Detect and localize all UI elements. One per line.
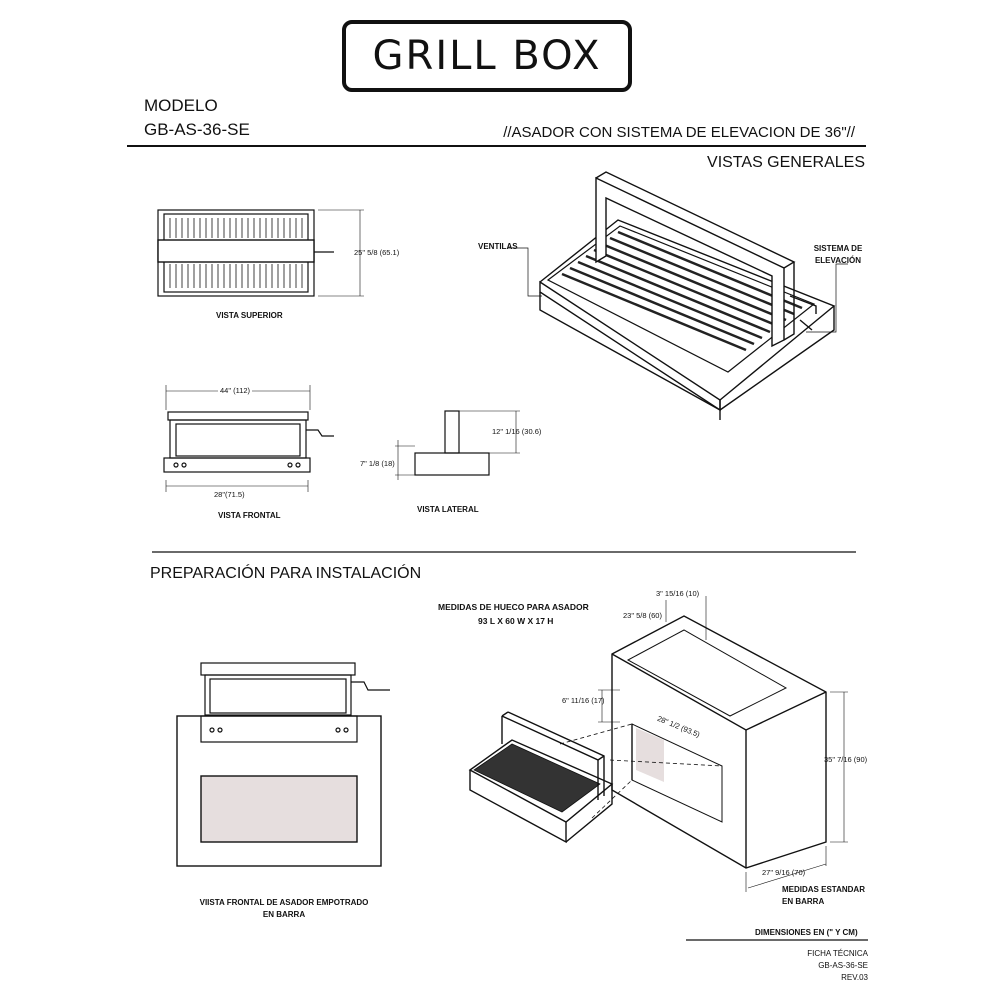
- dim-top-depth: 25" 5/8 (65.1): [354, 248, 400, 257]
- callout-lift-system: SISTEMA DE ELEVACIÓN: [813, 244, 863, 265]
- dim-hole-e: 35" 7/16 (90): [824, 755, 868, 764]
- isometric-grill: [539, 171, 836, 420]
- section-title-install: PREPARACIÓN PARA INSTALACIÓN: [150, 565, 422, 582]
- dim-side-base: 7" 1/8 (18): [360, 459, 395, 468]
- dim-side-height: 12" 1/16 (30.6): [492, 427, 542, 436]
- product-subtitle: //ASADOR CON SISTEMA DE ELEVACION DE 36"…: [503, 124, 855, 141]
- label-top-view: VISTA SUPERIOR: [216, 311, 283, 320]
- built-in-view: [176, 662, 390, 867]
- callout-vents: VENTILAS: [478, 242, 518, 251]
- footer-model: GB-AS-36-SE: [818, 961, 868, 970]
- units-note: DIMENSIONES EN (" Y CM): [755, 928, 858, 937]
- model-label: MODELO: [144, 96, 218, 115]
- dim-hole-b: 23" 5/8 (60): [623, 611, 662, 620]
- model-code: GB-AS-36-SE: [144, 120, 250, 139]
- footer-revision: REV.03: [841, 973, 868, 982]
- top-view: [157, 209, 364, 297]
- dim-front-inner: 28"(71.5): [214, 490, 245, 499]
- label-front-view: VISTA FRONTAL: [218, 511, 281, 520]
- vents-leader: [508, 247, 542, 297]
- hole-size: 93 L X 60 W X 17 H: [478, 616, 554, 626]
- dim-hole-c: 6" 11/16 (17): [562, 696, 605, 705]
- dim-hole-f: 27" 9/16 (70): [762, 868, 806, 877]
- callout-standard-measures: MEDIDAS ESTANDAR EN BARRA: [782, 885, 865, 906]
- dim-front-width: 44" (112): [218, 386, 253, 395]
- dim-hole-a: 3" 15/16 (10): [656, 589, 700, 598]
- label-built-in-view: VIISTA FRONTAL DE ASADOR EMPOTRADO EN BA…: [199, 898, 369, 919]
- label-side-view: VISTA LATERAL: [417, 505, 479, 514]
- hole-title: MEDIDAS DE HUECO PARA ASADOR: [438, 602, 589, 612]
- lift-leader: [806, 263, 848, 333]
- logo-frame: [342, 20, 632, 92]
- front-view: [163, 385, 334, 492]
- side-view: [395, 410, 520, 480]
- brand-logo: GRILL BOX: [372, 33, 602, 79]
- installation-isometric: [468, 596, 848, 892]
- section-title-general: VISTAS GENERALES: [707, 154, 865, 171]
- footer-sheet-type: FICHA TÉCNICA: [807, 949, 868, 958]
